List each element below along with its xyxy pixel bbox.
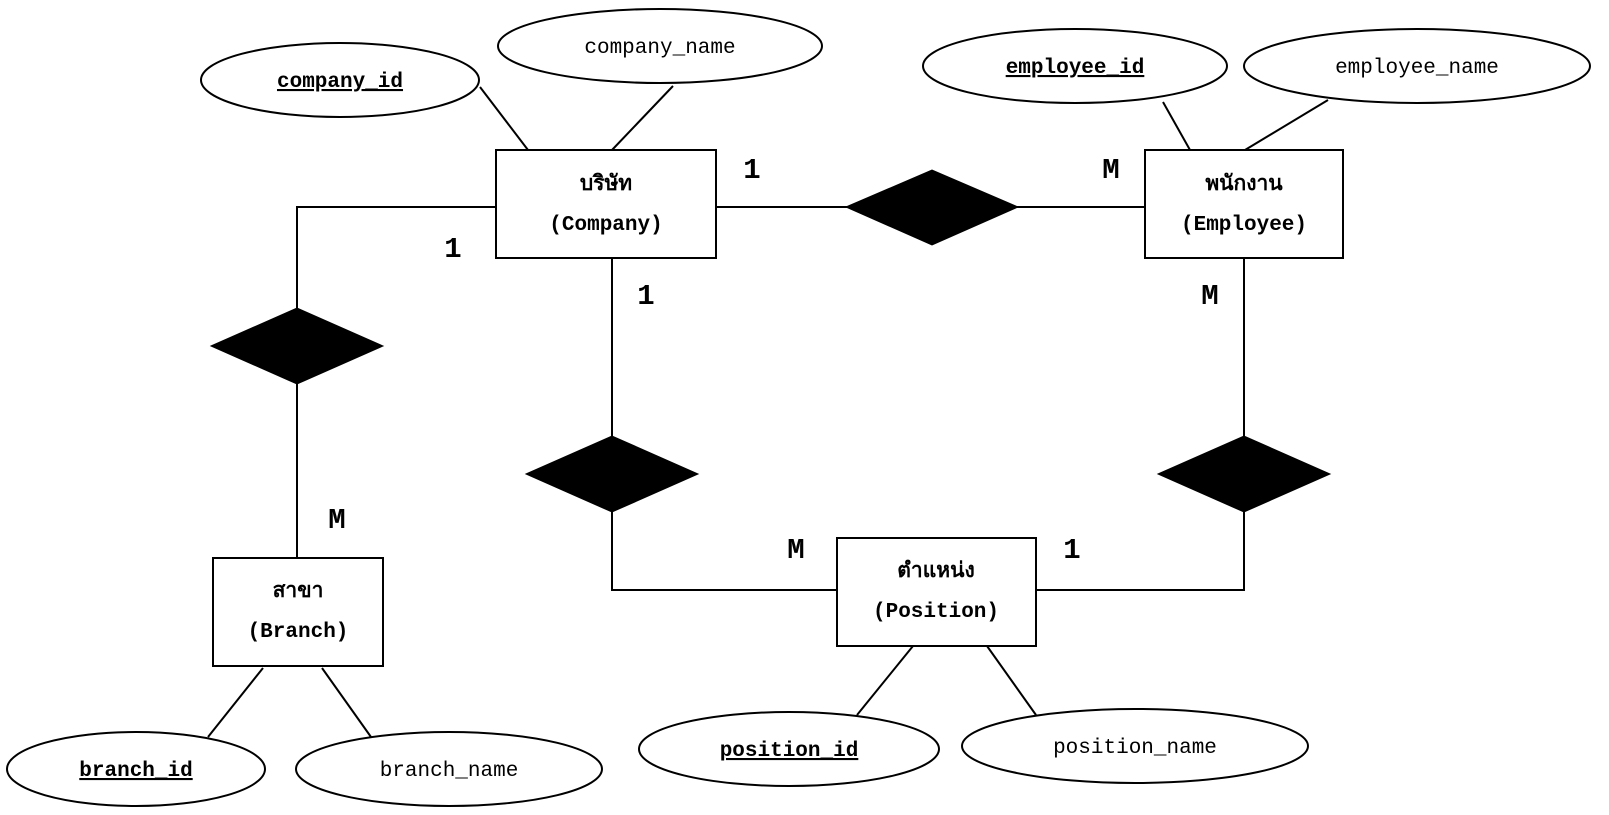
line-company-position: [611, 258, 837, 591]
entity-position: ตำแหน่ง (Position): [836, 537, 1037, 647]
cardinality-company-branch-branch: M: [328, 504, 345, 537]
line-position-name: [986, 645, 1037, 716]
cardinality-employee-position-position: 1: [1063, 534, 1080, 567]
entity-company-en: (Company): [549, 214, 662, 237]
line-employee-position: [1036, 258, 1245, 591]
line-position-id: [856, 645, 914, 716]
relationship-company-position: [524, 435, 700, 513]
line-company-id: [479, 86, 529, 151]
attribute-branch-name: branch_name: [295, 731, 603, 807]
line-employee-id: [1162, 101, 1191, 151]
attribute-branch-id: branch_id: [6, 731, 266, 807]
entity-position-thai: ตำแหน่ง: [897, 559, 974, 584]
relationship-company-employee: [844, 169, 1020, 246]
attribute-position-name-label: position_name: [1053, 737, 1217, 760]
entity-company: บริษัท (Company): [495, 149, 717, 259]
attribute-employee-name: employee_name: [1243, 28, 1591, 104]
entity-position-en: (Position): [873, 601, 999, 624]
cardinality-company-branch-company: 1: [444, 233, 461, 266]
attribute-position-id: position_id: [638, 711, 940, 787]
entity-company-thai: บริษัท: [580, 172, 632, 197]
line-branch-name: [321, 667, 372, 738]
relationship-employee-position: [1156, 435, 1332, 513]
attribute-company-id: company_id: [200, 42, 480, 118]
line-employee-name: [1244, 99, 1329, 151]
attribute-company-name-label: company_name: [584, 37, 735, 60]
attribute-company-name: company_name: [497, 8, 823, 84]
entity-branch: สาขา (Branch): [212, 557, 384, 667]
attribute-employee-name-label: employee_name: [1335, 57, 1499, 80]
cardinality-employee-position-employee: M: [1201, 280, 1218, 313]
entity-employee-thai: พนักงาน: [1205, 172, 1283, 197]
attribute-position-id-label: position_id: [720, 740, 859, 763]
cardinality-company-position-company: 1: [637, 280, 654, 313]
attribute-branch-name-label: branch_name: [380, 760, 519, 783]
line-branch-id: [207, 667, 264, 738]
attribute-company-id-label: company_id: [277, 71, 403, 94]
line-company-name: [611, 85, 674, 151]
attribute-branch-id-label: branch_id: [79, 760, 192, 783]
cardinality-company-position-position: M: [787, 534, 804, 567]
relationship-company-branch: [209, 307, 385, 385]
entity-branch-thai: สาขา: [273, 581, 324, 604]
entity-branch-en: (Branch): [248, 621, 349, 644]
attribute-employee-id-label: employee_id: [1006, 57, 1145, 80]
attribute-employee-id: employee_id: [922, 28, 1228, 104]
cardinality-company-employee-employee: M: [1102, 154, 1119, 187]
entity-employee: พนักงาน (Employee): [1144, 149, 1344, 259]
cardinality-company-employee-company: 1: [743, 154, 760, 187]
attribute-position-name: position_name: [961, 708, 1309, 784]
entity-employee-en: (Employee): [1181, 214, 1307, 237]
line-company-branch: [296, 206, 496, 558]
